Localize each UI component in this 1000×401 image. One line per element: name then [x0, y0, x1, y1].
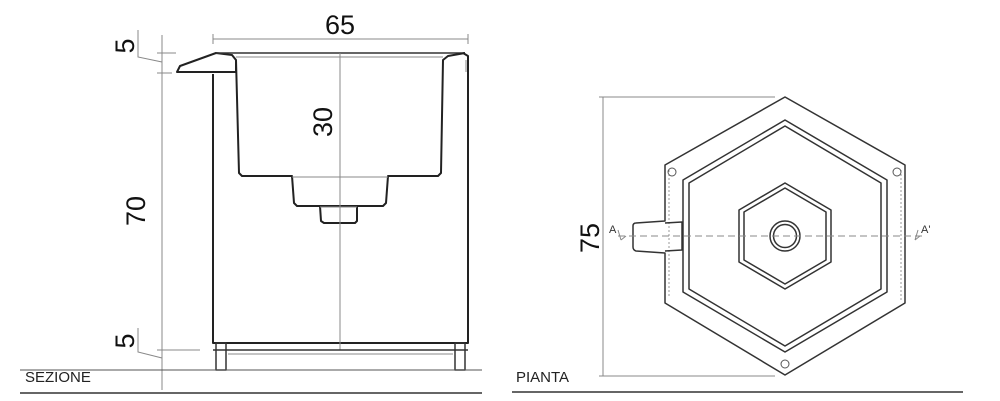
- leader-line: [137, 30, 163, 63]
- drain-well-inner: [743, 187, 827, 285]
- fixing-hole: [780, 359, 790, 369]
- spout-junction: [664, 221, 683, 252]
- section-arrow-end: [914, 229, 921, 241]
- rim-dimension-label: 5: [110, 38, 140, 53]
- drain-profile: [319, 205, 358, 224]
- section-arrow-start: [617, 229, 627, 241]
- depth-dimension-label: 30: [308, 107, 338, 137]
- drain-well-outer: [738, 182, 832, 290]
- section-mark-end: A': [921, 224, 930, 236]
- section-view: 65 30 5 70 5 SEZIONE: [20, 10, 482, 394]
- width-dimension-label: 65: [325, 10, 355, 40]
- diameter-dimension-label: 75: [575, 223, 605, 253]
- basin-outer-hexagon: [682, 119, 888, 353]
- plan-label: PIANTA: [516, 369, 569, 386]
- height-dimension-label: 70: [121, 196, 151, 226]
- section-mark-start: A: [609, 224, 617, 236]
- rim-lip: [176, 52, 237, 73]
- fixing-hole: [667, 167, 677, 177]
- fixing-hole: [892, 167, 902, 177]
- basin-profile: [235, 52, 466, 207]
- outer-hexagon: [632, 96, 906, 376]
- plan-view: A A' 75 PIANTA: [512, 96, 963, 393]
- cabinet-body: [212, 52, 469, 344]
- hidden-edges: [668, 170, 902, 300]
- leader-line: [137, 328, 163, 359]
- left-leg: [215, 342, 227, 371]
- right-leg: [454, 342, 466, 371]
- section-label: SEZIONE: [25, 369, 91, 386]
- basin-inner-hexagon: [688, 125, 882, 347]
- base-dimension-label: 5: [110, 333, 140, 348]
